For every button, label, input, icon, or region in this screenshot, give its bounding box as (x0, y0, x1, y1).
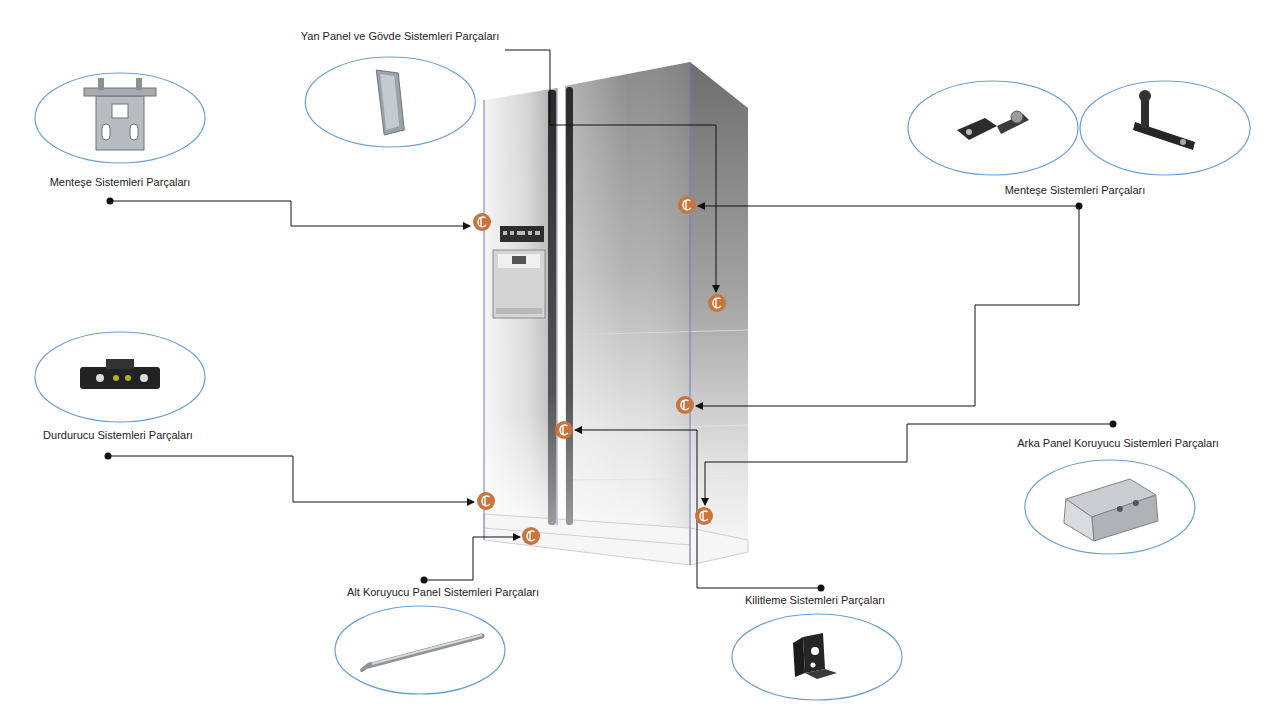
part-callout: Arka Panel Koruyucu Sistemleri Parçaları (1015, 434, 1221, 556)
part-label: Kilitleme Sistemleri Parçaları (745, 593, 885, 607)
part-picture (1064, 479, 1158, 541)
ellipse-frame (1015, 434, 1221, 556)
ellipse-frame (333, 583, 541, 696)
left-door (484, 88, 557, 522)
edge-line (484, 100, 485, 540)
dispenser-tray (496, 308, 542, 314)
part-label: Durdurucu Sistemleri Parçaları (43, 428, 193, 442)
part-callout: Alt Koruyucu Panel Sistemleri Parçaları (333, 583, 541, 696)
leader-line (696, 206, 1079, 406)
leader-dots (105, 198, 1117, 592)
part-picture (1133, 90, 1195, 150)
ellipse-outline (1025, 460, 1195, 554)
leader-dot (107, 198, 114, 205)
door-handle (548, 90, 556, 525)
part-picture (376, 70, 404, 135)
display-dot (535, 231, 540, 235)
part-callout: Menteşe Sistemleri Parçaları (33, 71, 207, 191)
part-picture (793, 633, 837, 679)
location-marker (695, 507, 713, 525)
ellipse-frame (33, 330, 207, 444)
ellipse-outline (35, 332, 205, 422)
part-label: Yan Panel ve Gövde Sistemleri Parçaları (301, 29, 500, 43)
dispenser-recess (493, 250, 545, 318)
leader-line (110, 201, 470, 226)
part-callout: Yan Panel ve Gövde Sistemleri Parçaları (299, 27, 502, 149)
part-picture (362, 635, 482, 670)
location-marker (678, 196, 696, 214)
ellipse-outline (1080, 81, 1250, 175)
ellipse-frame (906, 79, 1252, 199)
shelf-line (565, 330, 748, 335)
part-picture (80, 359, 160, 389)
dispenser-top (498, 254, 540, 268)
leader-dot (1076, 203, 1083, 210)
location-marker (473, 213, 491, 231)
part-picture (957, 111, 1029, 140)
location-marker (708, 294, 726, 312)
ellipse-outline (908, 81, 1078, 175)
ellipse-frame (33, 71, 207, 191)
leader-line (505, 50, 716, 292)
left-door-shade (484, 88, 557, 522)
part-picture (84, 78, 156, 150)
ellipse-outline (305, 57, 475, 147)
ellipse-frame (730, 591, 904, 702)
part-label: Arka Panel Koruyucu Sistemleri Parçaları (1017, 436, 1219, 450)
right-door-shade (565, 62, 690, 528)
display-dot (528, 231, 532, 235)
part-callout: Durdurucu Sistemleri Parçaları (33, 330, 207, 444)
display-dot (503, 231, 507, 235)
side-panel (690, 62, 748, 540)
location-marker (477, 492, 495, 510)
leader-line (108, 456, 474, 502)
edge-line (557, 88, 558, 525)
leader-dot (105, 453, 112, 460)
leader-line (698, 206, 1079, 207)
part-callout: Menteşe Sistemleri Parçaları (906, 79, 1252, 199)
display-panel (500, 226, 544, 242)
location-markers (473, 196, 726, 545)
part-label: Menteşe Sistemleri Parçaları (1005, 183, 1146, 197)
part-label: Menteşe Sistemleri Parçaları (50, 175, 191, 189)
shelf-line (565, 425, 748, 430)
leader-line (575, 430, 821, 588)
door-handle (566, 87, 573, 525)
shelf-line (565, 478, 748, 480)
ellipse-outline (35, 73, 205, 163)
part-label: Alt Koruyucu Panel Sistemleri Parçaları (347, 585, 539, 599)
location-marker (676, 396, 694, 414)
leader-dot (818, 585, 825, 592)
leader-dot (421, 577, 428, 584)
location-marker (555, 421, 573, 439)
leader-lines (108, 50, 1113, 588)
location-marker (522, 527, 540, 545)
part-callout: Kilitleme Sistemleri Parçaları (730, 591, 904, 702)
display-dot (517, 231, 525, 235)
ellipse-outline (335, 606, 505, 694)
dispenser-nozzle (512, 256, 526, 264)
leader-line (424, 537, 520, 580)
display-dot (510, 231, 514, 235)
right-door (565, 62, 690, 528)
ellipse-frame (299, 27, 502, 149)
edge-line (690, 62, 691, 565)
ellipse-outline (732, 614, 902, 700)
leader-dot (1110, 421, 1117, 428)
